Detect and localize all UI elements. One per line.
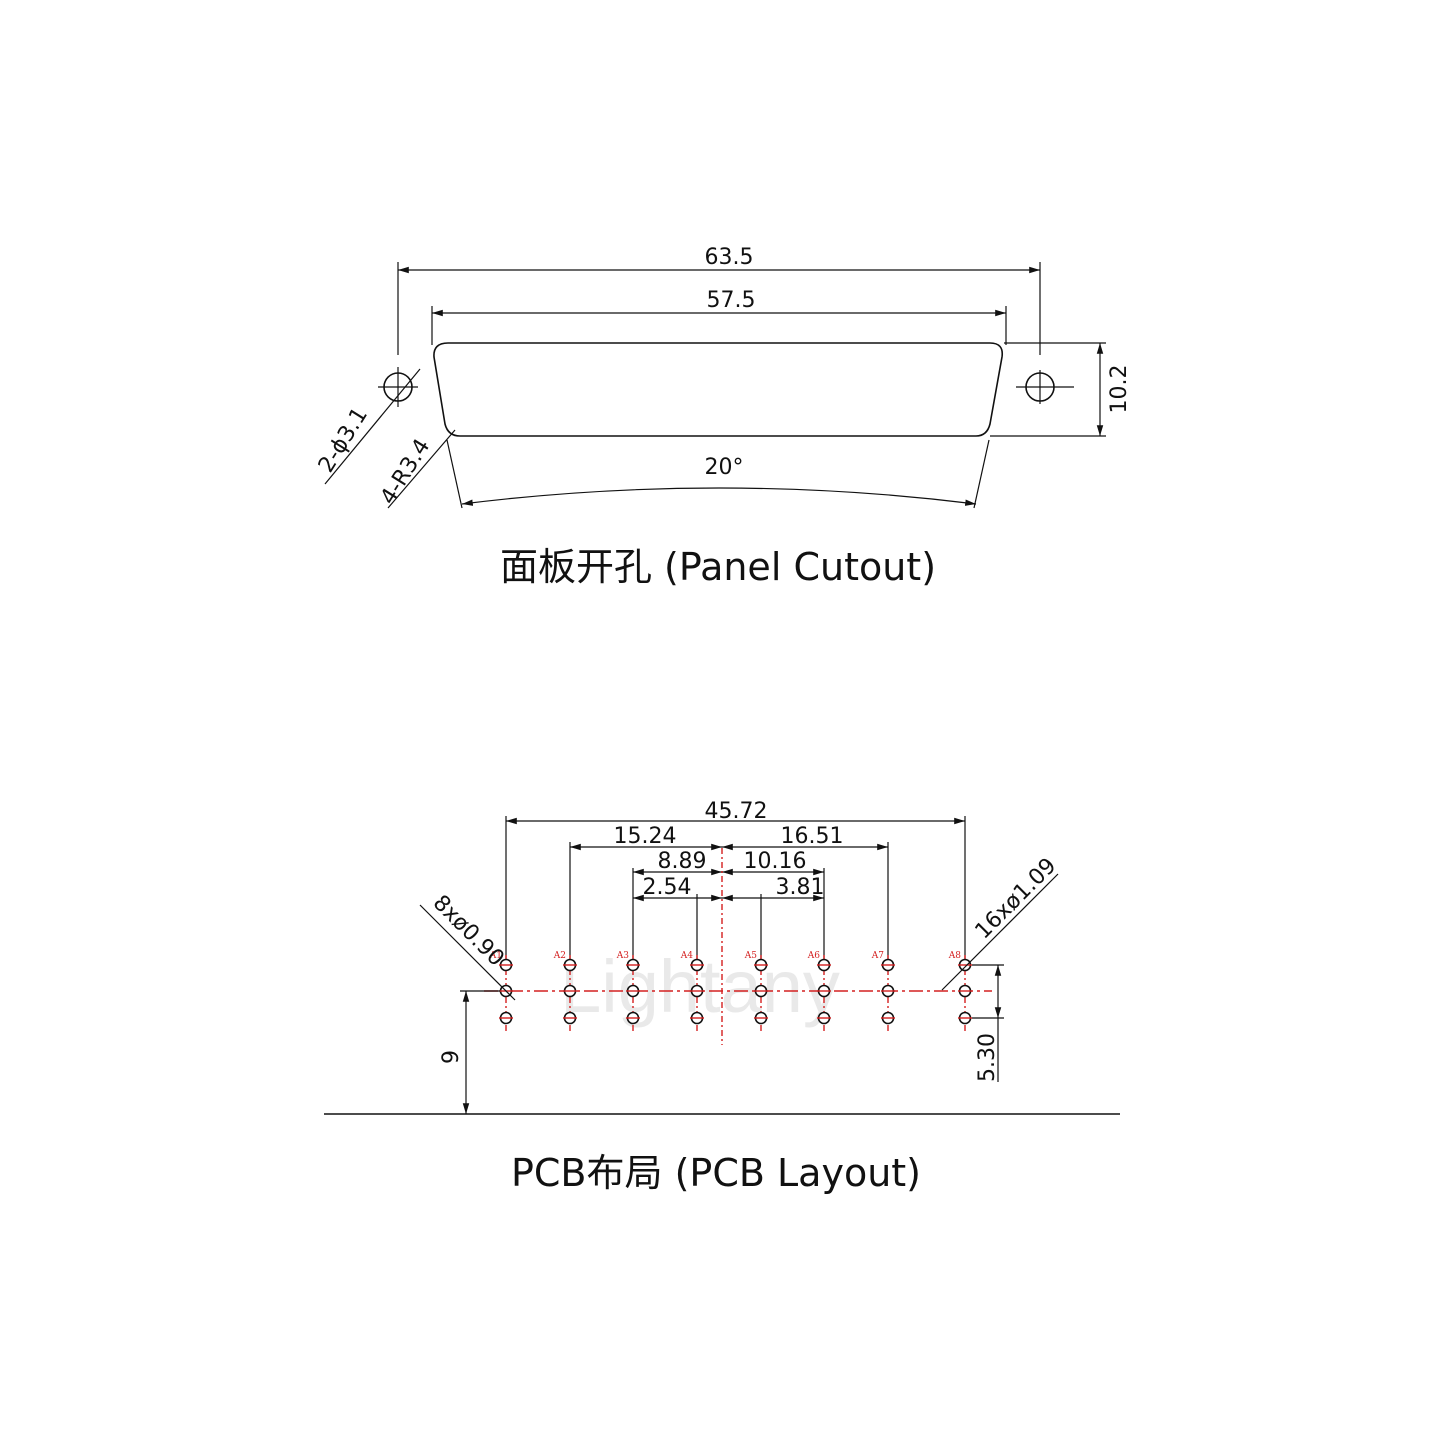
pin-label-2: A2 — [553, 951, 566, 961]
pin-label-5: A5 — [744, 951, 757, 961]
dim-pitch: 5.30 — [975, 1033, 1000, 1082]
pcb-layout-caption: PCB布局 (PCB Layout) — [511, 1151, 921, 1195]
dim-3-81: 3.81 — [776, 875, 825, 900]
label-large-holes: 16xø1.09 — [971, 853, 1062, 944]
pin-label-4: A4 — [680, 951, 693, 961]
pin-label-6: A6 — [807, 951, 820, 961]
dim-10-16: 10.16 — [744, 849, 807, 874]
pin-column-2: A2 — [553, 951, 577, 1032]
dim-overall-width: 63.5 — [705, 245, 754, 270]
dim-15-24: 15.24 — [614, 824, 677, 849]
pcb-layout-view: Lightany 45.72 15.24 16.51 8.89 10.16 2.… — [324, 799, 1120, 1195]
dim-height: 10.2 — [1107, 365, 1132, 414]
leader-radius — [387, 429, 456, 509]
panel-cutout-caption: 面板开孔 (Panel Cutout) — [500, 545, 936, 589]
pin-columns: A1 A2 A3 A4 A5 A6 A7 A8 — [489, 951, 972, 1032]
pin-label-7: A7 — [871, 951, 884, 961]
panel-cutout-view: 63.5 57.5 10.2 2-ϕ3.1 4-R3.4 20° 面板开孔 (P… — [314, 245, 1132, 589]
pin-column-6: A6 — [807, 951, 831, 1032]
dim-16-51: 16.51 — [781, 824, 844, 849]
dim-2-54: 2.54 — [643, 875, 692, 900]
pin-column-7: A7 — [871, 951, 895, 1032]
d-sub-cutout-outline — [433, 342, 1004, 437]
label-small-holes: 8xø0.90 — [428, 891, 509, 972]
pin-column-8: A8 — [948, 951, 972, 1032]
label-hole-diameter: 2-ϕ3.1 — [314, 403, 373, 477]
pin-column-5: A5 — [744, 951, 768, 1032]
dim-45-72: 45.72 — [705, 799, 768, 824]
dim-angle: 20° — [705, 455, 744, 480]
leader-hole — [324, 368, 421, 485]
dim-shell-width: 57.5 — [707, 288, 756, 313]
pin-column-4: A4 — [680, 951, 704, 1032]
pin-label-3: A3 — [616, 951, 629, 961]
leader-large-holes — [941, 873, 1059, 991]
pin-label-1: A1 — [489, 951, 502, 961]
pin-column-3: A3 — [616, 951, 640, 1032]
pin-label-8: A8 — [948, 951, 961, 961]
dim-row-offset: 9 — [439, 1050, 464, 1064]
label-corner-radius: 4-R3.4 — [376, 435, 435, 509]
dim-arc-angle — [461, 487, 977, 506]
dim-8-89: 8.89 — [658, 849, 707, 874]
leader-small-holes — [419, 904, 516, 1001]
